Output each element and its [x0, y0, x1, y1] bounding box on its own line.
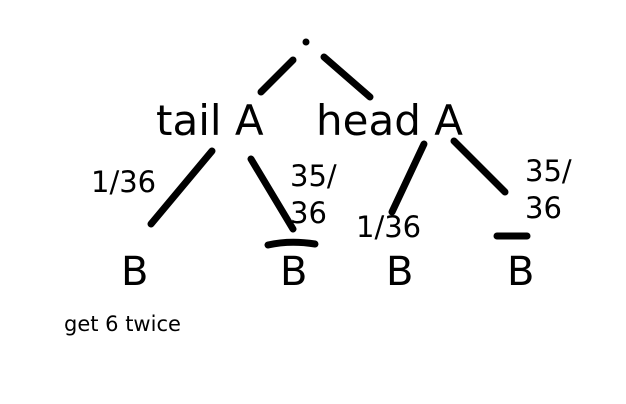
note-get-six-twice: get 6 twice: [64, 312, 181, 336]
prob-tail-right-denominator: 36: [290, 196, 327, 231]
branch-root-to-head: [320, 53, 374, 101]
node-b-2: B: [280, 249, 308, 295]
prob-head-left: 1/36: [356, 210, 422, 244]
root-dot: [302, 38, 310, 46]
node-head-a: head A: [316, 96, 463, 145]
complement-bar-b2: [264, 238, 319, 249]
branch-head-to-b3: [388, 140, 428, 216]
node-tail-a: tail A: [156, 96, 264, 145]
branch-tail-to-b2: [247, 155, 297, 233]
prob-head-right-denominator: 36: [525, 191, 562, 226]
prob-tail-left: 1/36: [91, 165, 157, 199]
prob-tail-right: 35/ 36: [290, 158, 337, 232]
node-b-4: B: [507, 249, 535, 295]
node-b-3: B: [386, 249, 414, 295]
prob-tail-right-numerator: 35/: [290, 159, 337, 193]
branch-root-to-tail: [257, 56, 297, 96]
prob-head-right: 35/ 36: [525, 153, 572, 227]
branch-head-to-b4: [450, 137, 509, 196]
node-b-1: B: [121, 249, 149, 295]
branch-tail-to-b1: [147, 147, 216, 228]
prob-head-right-numerator: 35/: [525, 154, 572, 188]
